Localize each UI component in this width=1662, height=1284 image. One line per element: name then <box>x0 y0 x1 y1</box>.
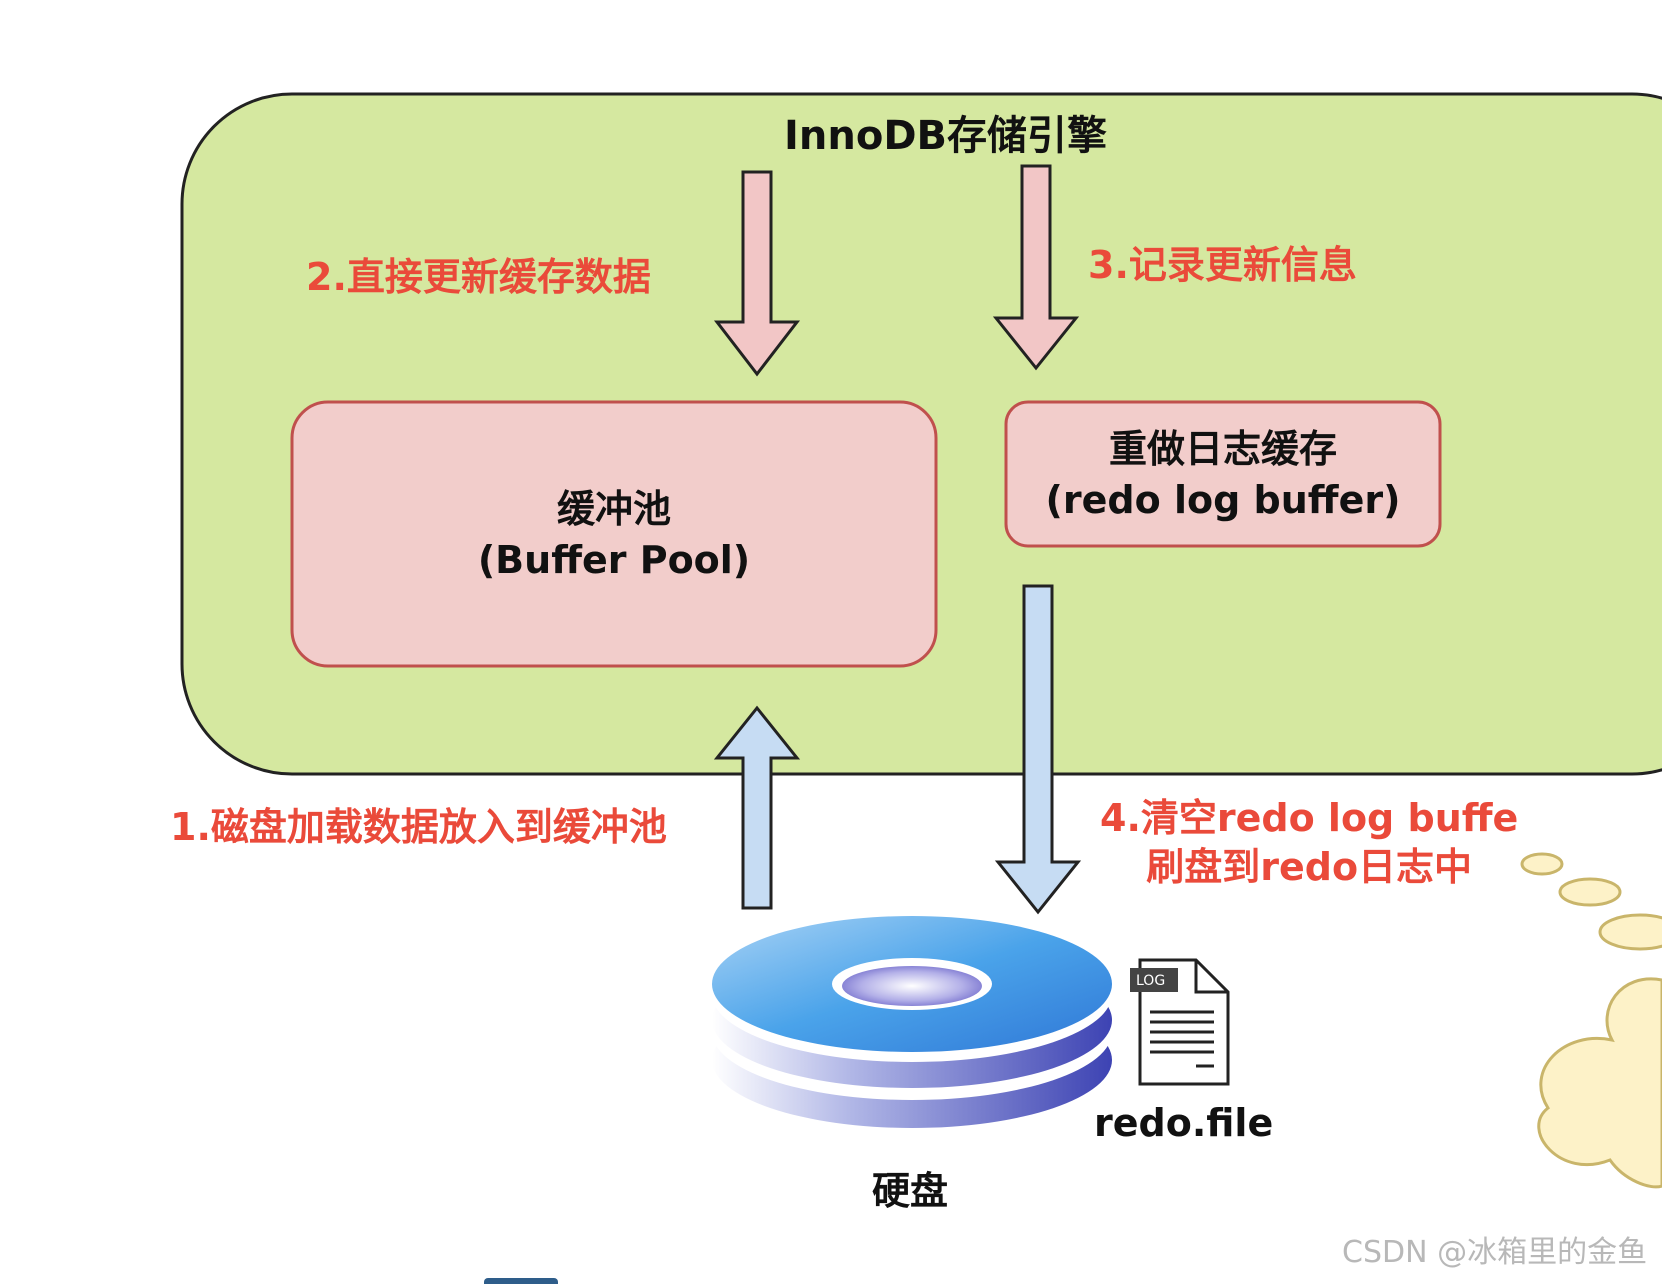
redo-file-label: redo.file <box>1094 1101 1274 1145</box>
redo-log-buffer-label: 重做日志缓存 (redo log buffer) <box>1006 424 1440 527</box>
buffer-pool-box <box>290 400 938 668</box>
redo-log-buffer-name-en: (redo log buffer) <box>1045 478 1401 523</box>
step-4-line-2: 刷盘到redo日志中 <box>1146 845 1473 890</box>
step-4-label: 4.清空redo log buffe 刷盘到redo日志中 <box>1100 794 1518 893</box>
redo-log-buffer-box <box>1004 400 1442 548</box>
step-1-label: 1.磁盘加载数据放入到缓冲池 <box>170 805 667 849</box>
engine-title: InnoDB存储引擎 <box>784 113 1108 159</box>
disk-icon <box>712 916 1112 1128</box>
bottom-tab <box>484 1278 558 1284</box>
log-file-icon <box>1130 958 1230 1086</box>
arrow-flush-redo <box>994 584 1082 915</box>
arrow-record-update <box>992 164 1080 371</box>
arrow-update-cache <box>713 170 801 377</box>
watermark: CSDN @冰箱里的金鱼 <box>1342 1235 1648 1270</box>
buffer-pool-name: 缓冲池 <box>556 487 671 531</box>
log-tag-label: LOG <box>1136 973 1166 989</box>
buffer-pool-name-en: (Buffer Pool) <box>477 538 751 583</box>
step-4-line-1: 4.清空redo log buffe <box>1100 796 1519 840</box>
redo-log-buffer-name: 重做日志缓存 <box>1108 427 1337 471</box>
arrow-load-from-disk <box>713 705 801 910</box>
buffer-pool-label: 缓冲池 (Buffer Pool) <box>292 484 936 587</box>
step-2-label: 2.直接更新缓存数据 <box>306 255 651 299</box>
disk-label: 硬盘 <box>872 1169 949 1213</box>
step-3-label: 3.记录更新信息 <box>1088 243 1357 287</box>
thought-bubble <box>1520 852 1662 1189</box>
